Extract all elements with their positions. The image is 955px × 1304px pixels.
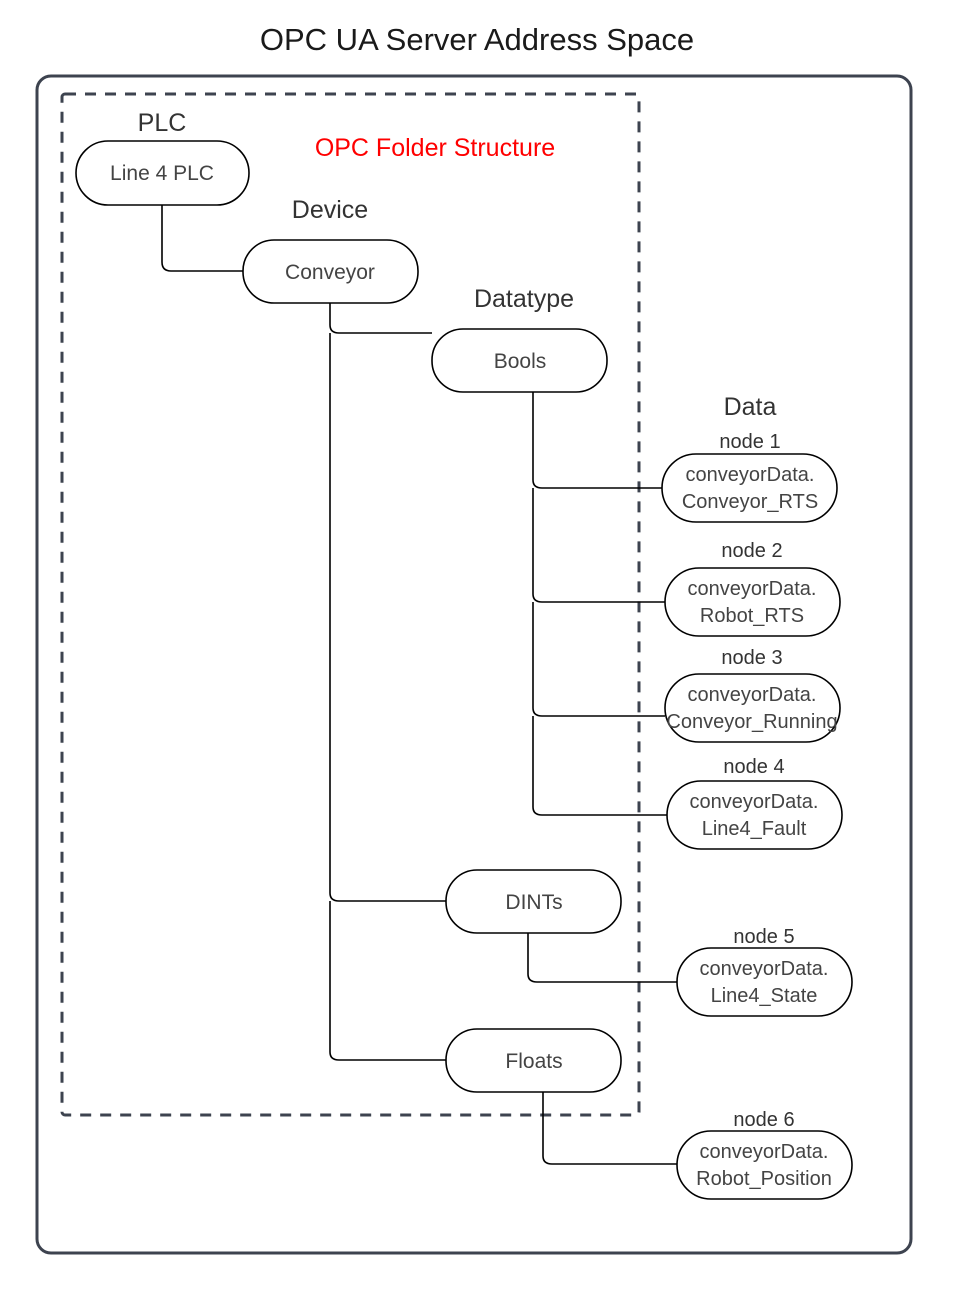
node-line4-state[interactable]: conveyorData. Line4_State: [676, 947, 853, 1017]
node-line4-fault-shape: [666, 780, 843, 850]
node-conveyor-rts-shape: [661, 453, 838, 523]
node-conveyor[interactable]: Conveyor: [242, 239, 419, 304]
node-dints-shape: [445, 869, 622, 934]
connector-bools-to-node1: [532, 392, 662, 489]
node3-caption: node 3: [721, 647, 782, 669]
node-line4-plc-shape: [75, 140, 250, 206]
node-robot-rts-line1: conveyorData.: [688, 578, 817, 600]
node-conveyor-running-line1: conveyorData.: [688, 684, 817, 706]
node-conveyor-running-line2: Conveyor_Running: [666, 711, 837, 733]
node-line4-state-line1: conveyorData.: [700, 958, 829, 980]
group-label-device: Device: [292, 196, 368, 224]
opc-folder-structure-label: OPC Folder Structure: [315, 134, 555, 162]
node-robot-position-shape: [676, 1130, 853, 1200]
node-floats-shape: [445, 1028, 622, 1093]
node-robot-rts-shape: [664, 567, 841, 637]
connector-conveyor-to-bools: [329, 303, 432, 334]
connector-conveyor-to-dints: [329, 333, 446, 902]
connector-conveyor-to-floats: [329, 901, 446, 1061]
node-conveyor-rts-line2: Conveyor_RTS: [682, 491, 818, 513]
node1-caption: node 1: [719, 431, 780, 453]
group-label-datatype: Datatype: [474, 285, 574, 313]
node-floats[interactable]: Floats: [445, 1028, 622, 1093]
node5-caption: node 5: [733, 926, 794, 948]
node-line4-plc-label: Line 4 PLC: [110, 162, 214, 185]
outer-frame: [35, 74, 913, 1255]
node-conveyor-shape: [242, 239, 419, 304]
node-line4-fault-line1: conveyorData.: [690, 791, 819, 813]
connector-bools-to-node4: [532, 716, 667, 816]
connector-dints-to-node5: [527, 933, 677, 983]
node-dints-label: DINTs: [505, 891, 562, 914]
node6-caption: node 6: [733, 1109, 794, 1131]
node-line4-state-line2: Line4_State: [711, 985, 818, 1007]
node-robot-rts-line2: Robot_RTS: [700, 605, 804, 627]
node-conveyor-rts-line1: conveyorData.: [686, 464, 815, 486]
opc-folder-structure-frame: [60, 92, 641, 1117]
node-line4-state-shape: [676, 947, 853, 1017]
connector-plc-to-conveyor: [161, 205, 243, 272]
group-label-plc: PLC: [138, 109, 187, 137]
node-conveyor-label: Conveyor: [285, 261, 375, 284]
node-robot-position-line1: conveyorData.: [700, 1141, 829, 1163]
node-conveyor-running[interactable]: conveyorData. Conveyor_Running: [664, 673, 841, 743]
group-label-data: Data: [724, 393, 777, 421]
node-dints[interactable]: DINTs: [445, 869, 622, 934]
connector-floats-to-node6: [542, 1092, 677, 1165]
connector-bools-to-node2: [532, 488, 665, 603]
node-line4-fault[interactable]: conveyorData. Line4_Fault: [666, 780, 843, 850]
node-robot-position-line2: Robot_Position: [696, 1168, 832, 1190]
node-bools[interactable]: Bools: [431, 328, 608, 393]
node-line4-plc[interactable]: Line 4 PLC: [75, 140, 250, 206]
node4-caption: node 4: [723, 756, 784, 778]
node-robot-position[interactable]: conveyorData. Robot_Position: [676, 1130, 853, 1200]
node-line4-fault-line2: Line4_Fault: [702, 818, 807, 840]
node-robot-rts[interactable]: conveyorData. Robot_RTS: [664, 567, 841, 637]
node-conveyor-rts[interactable]: conveyorData. Conveyor_RTS: [661, 453, 838, 523]
connector-bools-to-node3: [532, 602, 665, 717]
node-bools-label: Bools: [494, 350, 547, 373]
node2-caption: node 2: [721, 540, 782, 562]
node-conveyor-running-shape: [664, 673, 841, 743]
node-bools-shape: [431, 328, 608, 393]
page-title: OPC UA Server Address Space: [260, 22, 694, 57]
node-floats-label: Floats: [505, 1050, 562, 1073]
